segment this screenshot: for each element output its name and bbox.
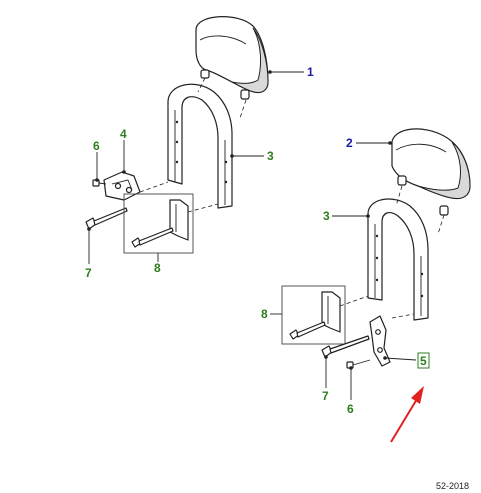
head-restraint-frame-right	[367, 198, 429, 321]
callout-6-right: 6	[347, 402, 354, 416]
insertion-line	[339, 295, 369, 307]
insertion-line	[197, 77, 206, 93]
callout-6-upper: 6	[93, 139, 100, 153]
callout-3-upper: 3	[267, 149, 274, 163]
callout-7-upper: 7	[85, 266, 92, 280]
bolt-right	[321, 335, 370, 358]
insertion-line	[139, 181, 169, 193]
insertion-line	[187, 203, 219, 213]
callout-8-upper: 8	[154, 261, 161, 275]
head-restraint-pad-top	[195, 16, 269, 100]
callout-2: 2	[346, 136, 353, 150]
callout-5-frame	[417, 352, 430, 369]
bolt-upper	[85, 207, 128, 230]
clip-upper	[131, 199, 189, 248]
highlight-arrow	[390, 386, 424, 443]
bracket-upper	[103, 171, 141, 201]
head-restraint-frame-upper	[167, 83, 233, 209]
callout-3-right: 3	[323, 209, 330, 223]
callout-4: 4	[120, 127, 127, 141]
callout-1: 1	[307, 65, 314, 79]
insertion-line	[391, 313, 415, 319]
callout-7-right: 7	[322, 389, 329, 403]
head-restraint-pad-right	[391, 128, 471, 216]
insertion-line	[395, 185, 403, 207]
insertion-line	[437, 214, 445, 235]
callout-8-right: 8	[261, 307, 268, 321]
detail-box-part-8-right	[281, 285, 346, 345]
insertion-line	[239, 99, 247, 119]
callout-5: 5	[420, 354, 427, 368]
clip-right	[289, 291, 341, 340]
detail-box-part-8-upper	[123, 193, 194, 254]
leader-lines	[87, 70, 417, 400]
diagram-code: 52-2018	[436, 481, 469, 491]
bracket-right	[369, 315, 391, 367]
